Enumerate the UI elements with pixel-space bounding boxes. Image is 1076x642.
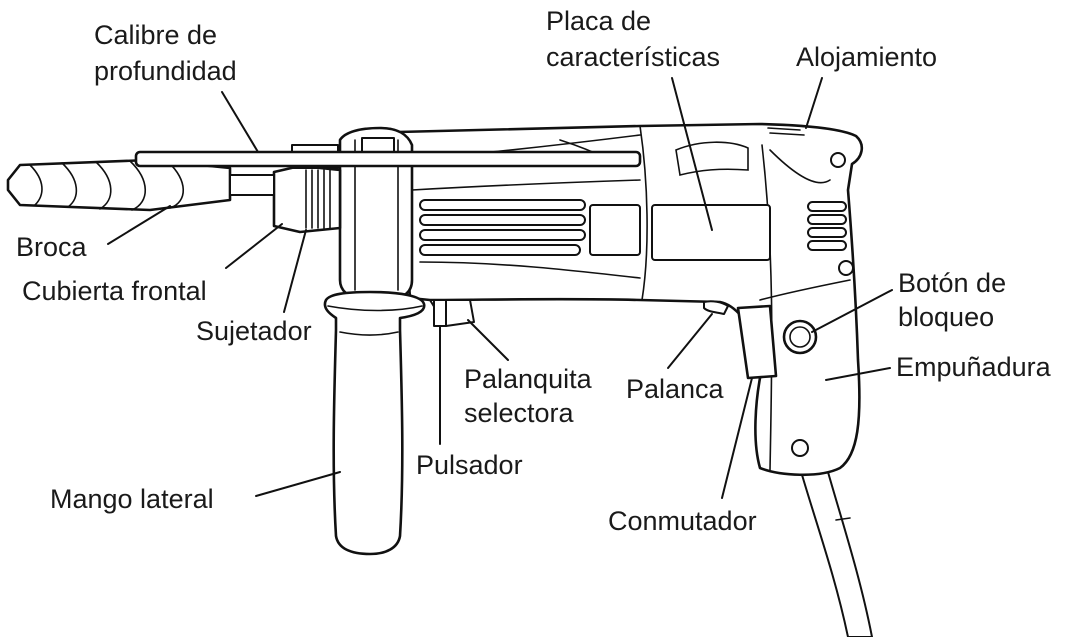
label-calibre-1: Calibre de	[94, 20, 217, 50]
power-cord	[799, 464, 873, 638]
leader-lines	[107, 77, 893, 499]
rating-plate	[651, 204, 771, 261]
label-palanquita-2: selectora	[464, 398, 575, 428]
lever	[703, 300, 729, 315]
drill-drawing	[6, 122, 873, 638]
label-cubierta: Cubierta frontal	[22, 276, 207, 306]
label-conmutador: Conmutador	[608, 506, 757, 536]
label-calibre-2: profundidad	[94, 56, 237, 86]
label-palanca: Palanca	[626, 374, 725, 404]
label-alojamiento: Alojamiento	[796, 42, 937, 72]
label-broca: Broca	[16, 232, 88, 262]
label-placa-2: características	[546, 42, 720, 72]
label-mango: Mango lateral	[50, 484, 214, 514]
depth-gauge-rod	[134, 150, 642, 168]
push-button	[433, 299, 447, 327]
handle-vents	[807, 201, 847, 251]
label-placa-1: Placa de	[546, 6, 651, 36]
label-empunadura: Empuñadura	[896, 352, 1052, 382]
labels: Calibre de profundidad Placa de caracter…	[16, 6, 1052, 536]
side-handle	[323, 290, 426, 556]
trigger-switch	[736, 304, 778, 380]
label-sujetador: Sujetador	[196, 316, 312, 346]
label-boton-2: bloqueo	[898, 302, 994, 332]
body-vents	[419, 199, 586, 256]
label-pulsador: Pulsador	[416, 450, 523, 480]
label-boton-1: Botón de	[898, 268, 1006, 298]
label-palanquita-1: Palanquita	[464, 364, 593, 394]
lock-button	[782, 319, 818, 355]
